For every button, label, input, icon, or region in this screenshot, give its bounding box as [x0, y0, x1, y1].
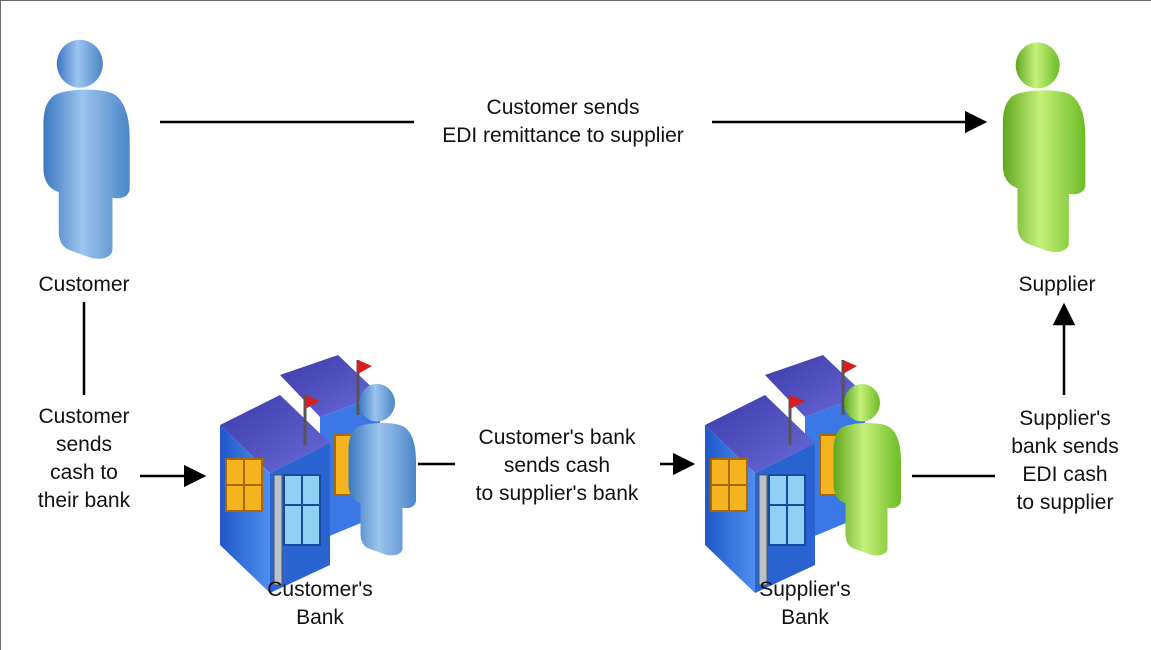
customer-to-bank-label: Customer sends cash to their bank: [22, 403, 146, 515]
customer-label: Customer: [38, 273, 130, 296]
edi-remittance-label: Customer sends EDI remittance to supplie…: [414, 94, 712, 150]
customer-to-bank-line-2: sends: [55, 433, 113, 456]
bank-to-supplier-line-4: to supplier: [1016, 491, 1114, 514]
supplier-bank-label-line-2: Bank: [781, 606, 829, 629]
bank-to-bank-line-2: sends cash: [503, 454, 611, 477]
supplier-bank-label: Supplier's Bank: [725, 576, 885, 632]
customer-to-bank-line-4: their bank: [37, 489, 131, 512]
customer-bank-label-line-2: Bank: [296, 606, 344, 629]
bank-to-bank-line-1: Customer's bank: [478, 426, 636, 449]
customer-bank-label: Customer's Bank: [240, 576, 400, 632]
edge-bank-to-supplier: [912, 302, 1076, 478]
bank-to-bank-line-3: to supplier's bank: [475, 482, 639, 505]
customer-person-icon: [43, 39, 130, 259]
edi-remittance-line-1: Customer sends: [486, 96, 640, 119]
bank-to-supplier-line-2: bank sends: [1011, 435, 1119, 458]
customer-to-bank-line-3: cash to: [50, 461, 118, 484]
bank-to-supplier-line-3: EDI cash: [1022, 463, 1108, 486]
supplier-bank-label-line-1: Supplier's: [759, 578, 851, 601]
supplier-bank-icon: [705, 355, 901, 593]
supplier-label: Supplier: [1018, 273, 1096, 296]
edge-customer-to-bank: [82, 302, 207, 488]
customer-bank-label-line-1: Customer's: [267, 578, 373, 601]
bank-to-bank-label: Customer's bank sends cash to supplier's…: [452, 424, 662, 508]
bank-to-supplier-line-1: Supplier's: [1019, 407, 1111, 430]
supplier-person-icon: [1002, 42, 1086, 253]
customer-bank-icon: [220, 355, 416, 593]
edi-remittance-line-2: EDI remittance to supplier: [442, 124, 684, 147]
customer-to-bank-line-1: Customer: [38, 405, 130, 428]
bank-to-supplier-label: Supplier's bank sends EDI cash to suppli…: [998, 405, 1132, 517]
